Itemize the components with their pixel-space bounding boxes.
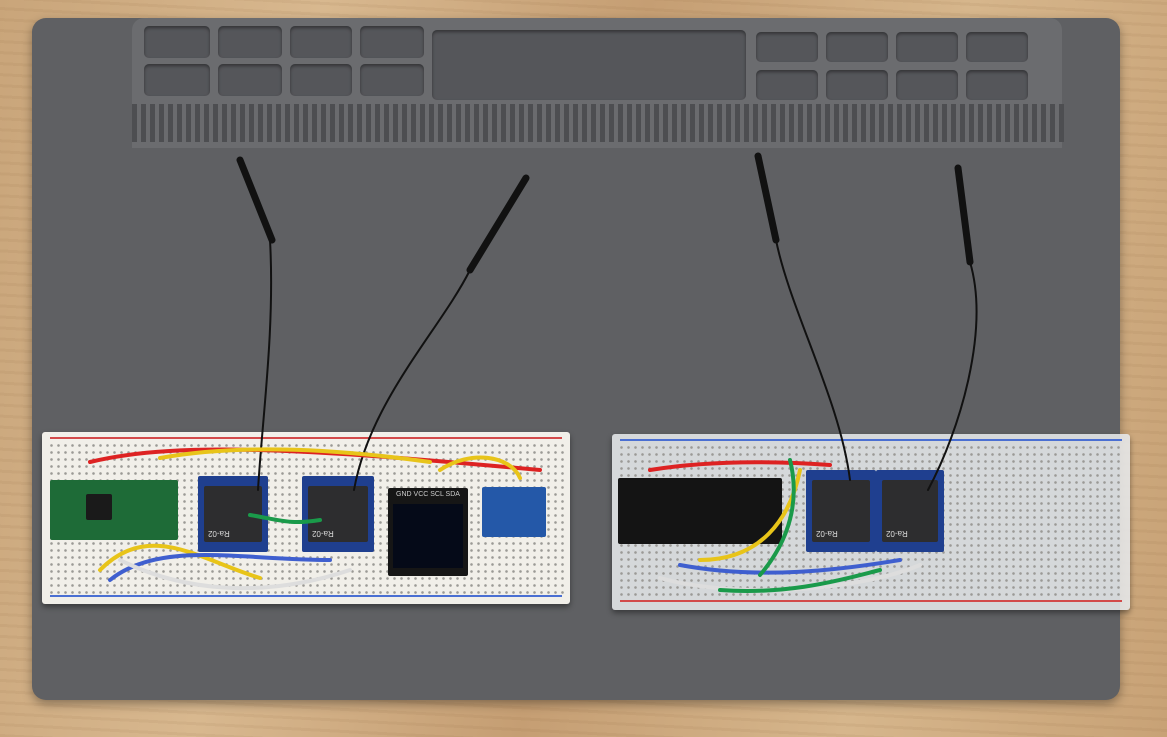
lora-module-left-2: Ra-02 (302, 476, 374, 552)
teensy-chip (86, 494, 112, 520)
black-mcu-board (618, 478, 782, 544)
imu-breakout (482, 487, 546, 537)
screw-slots (132, 104, 1064, 142)
lora-module-right-1: Ra-02 (806, 470, 876, 552)
teensy-board (50, 480, 178, 540)
lora-module-left-1: Ra-02 (198, 476, 268, 552)
oled-display: GND VCC SCL SDA (388, 488, 468, 576)
lora-module-right-2: Ra-02 (876, 470, 944, 552)
